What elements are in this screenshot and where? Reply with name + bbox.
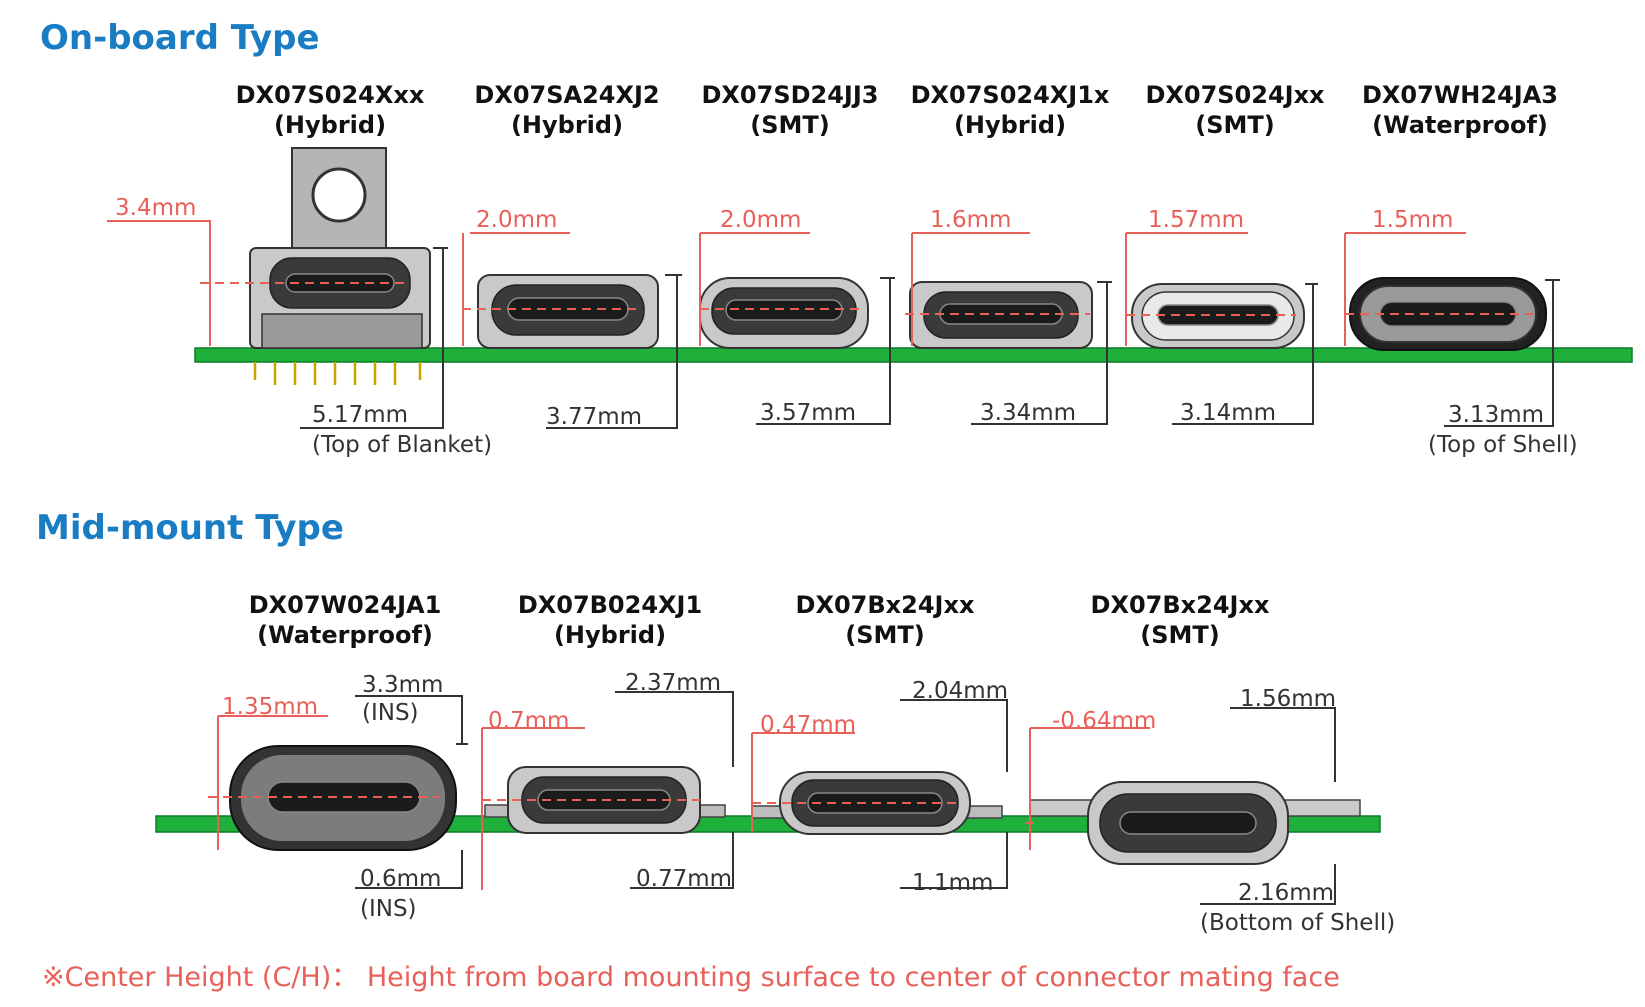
onboard-connector-5-label: DX07S024Jxx (SMT) [1130,80,1340,140]
onboard-2-height: 3.77mm [546,404,643,430]
onboard-height-dims [300,247,1560,429]
connector-type: (SMT) [1140,621,1220,649]
midmount-section-title: Mid-mount Type [36,508,344,548]
part-number: DX07B024XJ1 [517,591,703,619]
midmount-3-top: 2.04mm [912,678,1009,704]
connector-type: (Hybrid) [510,111,624,139]
onboard-connector-4-drawing [905,281,1093,349]
onboard-5-center-height: 1.57mm [1148,207,1245,233]
part-number: DX07S024XJ1x [910,81,1110,109]
onboard-1-height-note: (Top of Blanket) [312,432,493,458]
part-number: DX07WH24JA3 [1362,81,1558,109]
midmount-1-top-note: (INS) [362,700,419,726]
part-number: DX07W024JA1 [248,591,442,619]
midmount-1-bottom: 0.6mm [360,866,442,892]
part-number: DX07Bx24Jxx [795,591,975,619]
onboard-pcb [194,347,1633,363]
midmount-3-center-height: 0.47mm [760,712,857,738]
onboard-connector-3-drawing [699,277,869,349]
onboard-connector-1-drawing [200,147,431,385]
center-height-footnote: ※Center Height (C/H)： Height from board … [42,962,1340,993]
onboard-connector-2-drawing [462,274,659,349]
onboard-1-height: 5.17mm [312,402,409,428]
midmount-1-bottom-note: (INS) [360,896,417,922]
connector-type: (Hybrid) [953,111,1067,139]
connector-type: (SMT) [750,111,830,139]
onboard-connector-4-label: DX07S024XJ1x (Hybrid) [900,80,1120,140]
onboard-connector-3-label: DX07SD24JJ3 (SMT) [685,80,895,140]
connector-type: (Hybrid) [273,111,387,139]
connector-type: (SMT) [845,621,925,649]
onboard-center-height-dims [107,220,1466,346]
part-number: DX07S024Jxx [1145,81,1325,109]
onboard-4-height: 3.34mm [980,400,1077,426]
onboard-5-height: 3.14mm [1180,400,1277,426]
midmount-1-top: 3.3mm [362,672,444,698]
midmount-4-bottom-note: (Bottom of Shell) [1200,910,1396,936]
connector-type: (Waterproof) [257,621,433,649]
midmount-connector-3-label: DX07Bx24Jxx (SMT) [780,590,990,650]
midmount-4-center-height: -0.64mm [1052,708,1157,734]
onboard-3-height: 3.57mm [760,400,857,426]
midmount-4-top: 1.56mm [1240,686,1337,712]
midmount-height-dims [355,691,1336,905]
onboard-2-center-height: 2.0mm [476,207,558,233]
part-number: DX07Bx24Jxx [1090,591,1270,619]
onboard-3-center-height: 2.0mm [720,207,802,233]
onboard-connector-6-label: DX07WH24JA3 (Waterproof) [1345,80,1575,140]
onboard-section-title: On-board Type [40,18,320,58]
onboard-4-center-height: 1.6mm [930,207,1012,233]
midmount-connector-1-drawing [208,745,457,851]
midmount-connector-2-label: DX07B024XJ1 (Hybrid) [500,590,720,650]
midmount-1-center-height: 1.35mm [222,694,319,720]
midmount-4-bottom: 2.16mm [1238,880,1335,906]
part-number: DX07SA24XJ2 [474,81,660,109]
midmount-2-center-height: 0.7mm [488,708,570,734]
onboard-connector-1-label: DX07S024Xxx (Hybrid) [220,80,440,140]
connector-type: (Waterproof) [1372,111,1548,139]
onboard-1-center-height: 3.4mm [115,195,197,221]
part-number: DX07S024Xxx [235,81,425,109]
onboard-6-center-height: 1.5mm [1372,207,1454,233]
connector-type: (Hybrid) [553,621,667,649]
part-number: DX07SD24JJ3 [701,81,879,109]
onboard-6-height-note: (Top of Shell) [1428,432,1578,458]
midmount-3-bottom: 1.1mm [912,870,994,896]
onboard-6-height: 3.13mm [1448,402,1545,428]
midmount-connector-2-drawing [482,766,726,834]
midmount-connector-4-drawing [1025,781,1361,865]
onboard-connector-6-drawing [1345,277,1547,351]
onboard-connector-5-drawing [1126,283,1305,349]
midmount-connector-3-drawing [751,771,1003,835]
midmount-connector-1-label: DX07W024JA1 (Waterproof) [230,590,460,650]
connector-type: (SMT) [1195,111,1275,139]
onboard-connector-2-label: DX07SA24XJ2 (Hybrid) [462,80,672,140]
midmount-2-top: 2.37mm [625,670,722,696]
midmount-center-height-dims [217,715,1150,890]
midmount-2-bottom: 0.77mm [636,866,733,892]
midmount-connector-4-label: DX07Bx24Jxx (SMT) [1075,590,1285,650]
